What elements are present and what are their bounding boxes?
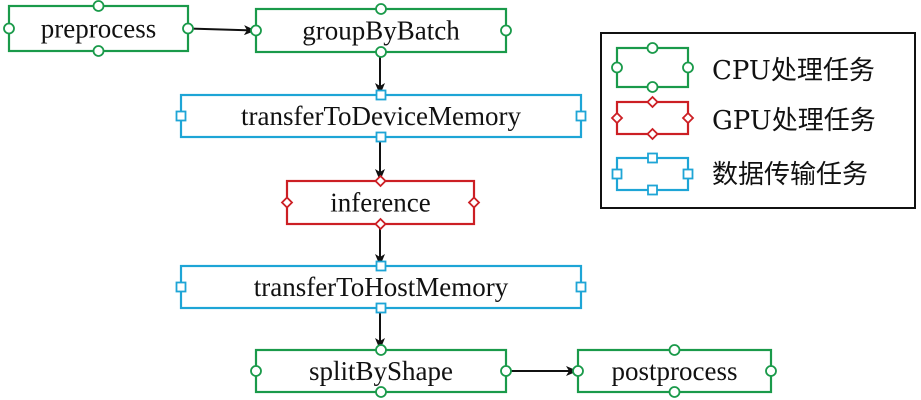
node-label-splitByShape: splitByShape <box>309 356 453 386</box>
node-preprocess: preprocess <box>3 0 194 57</box>
edges <box>187 25 578 376</box>
legend-swatch-gpu-port-gpu <box>681 111 695 125</box>
legend-swatch-cpu-port-cpu <box>646 42 659 54</box>
node-transferToDeviceMemory: transferToDeviceMemory <box>175 89 587 143</box>
node-transferToDeviceMemory-port-transfer <box>375 89 387 101</box>
node-postprocess-port-cpu <box>572 365 584 377</box>
node-preprocess-port-cpu <box>3 22 15 35</box>
node-groupByBatch-port-cpu <box>375 3 387 15</box>
node-preprocess-port-cpu <box>92 45 105 57</box>
legend-swatch-cpu-port-cpu <box>646 81 659 93</box>
node-transferToHostMemory-port-transfer <box>375 302 387 314</box>
node-transferToDeviceMemory-port-transfer <box>575 110 587 122</box>
node-label-postprocess: postprocess <box>612 356 738 386</box>
legend-swatch-transfer-port-transfer <box>611 168 623 180</box>
legend-swatch-transfer-port-transfer <box>647 184 658 196</box>
legend-swatch-cpu-port-cpu <box>682 61 694 74</box>
node-transferToDeviceMemory-border <box>179 93 583 139</box>
node-inference-border <box>285 179 476 226</box>
node-postprocess-port-cpu <box>765 365 777 377</box>
node-label-preprocess: preprocess <box>41 14 156 44</box>
node-transferToHostMemory: transferToHostMemory <box>175 260 587 314</box>
legend-swatch-gpu-port-gpu <box>610 111 624 125</box>
legend-swatch-transfer-port-transfer <box>682 168 694 180</box>
node-transferToHostMemory-port-transfer <box>575 281 587 293</box>
node-inference-port-gpu <box>467 196 481 209</box>
node-groupByBatch-port-cpu <box>375 46 387 58</box>
node-transferToHostMemory-border <box>179 264 583 310</box>
node-groupByBatch: groupByBatch <box>250 3 512 58</box>
node-groupByBatch-port-cpu <box>250 24 262 37</box>
legend-label-transfer: 数据传输任务 <box>712 160 868 190</box>
node-splitByShape-port-cpu <box>250 365 262 377</box>
node-preprocess-port-cpu <box>182 22 194 35</box>
node-postprocess-port-cpu <box>668 344 681 356</box>
node-splitByShape-port-cpu <box>375 344 387 356</box>
legend-swatch-cpu-port-cpu <box>611 61 623 74</box>
node-transferToHostMemory-port-transfer <box>375 260 387 272</box>
legend-label-gpu: GPU处理任务 <box>712 106 876 136</box>
node-preprocess-port-cpu <box>92 0 105 12</box>
node-groupByBatch-port-cpu <box>500 24 512 37</box>
node-splitByShape: splitByShape <box>250 344 512 398</box>
legend-swatch-transfer-port-transfer <box>647 152 658 164</box>
node-inference: inference <box>280 174 481 231</box>
legend-swatch-gpu <box>610 95 695 141</box>
node-transferToHostMemory-port-transfer <box>175 281 187 293</box>
node-inference-port-gpu <box>374 174 387 188</box>
legend-swatch-transfer <box>611 152 694 196</box>
node-inference-port-gpu <box>280 196 294 209</box>
node-label-transferToHostMemory: transferToHostMemory <box>254 272 509 302</box>
legend-swatch-gpu-port-gpu <box>646 95 659 109</box>
node-postprocess-port-cpu <box>668 386 681 398</box>
node-splitByShape-port-cpu <box>500 365 512 377</box>
legend-swatch-cpu <box>611 42 694 93</box>
node-postprocess: postprocess <box>572 344 777 398</box>
node-inference-port-gpu <box>374 217 387 231</box>
node-transferToDeviceMemory-port-transfer <box>175 110 187 122</box>
node-label-groupByBatch: groupByBatch <box>302 16 460 46</box>
nodes: preprocess groupByBatch transferToDeviceMe… <box>3 0 777 398</box>
node-splitByShape-port-cpu <box>375 386 387 398</box>
node-transferToDeviceMemory-port-transfer <box>375 131 387 143</box>
node-label-transferToDeviceMemory: transferToDeviceMemory <box>241 101 521 131</box>
legend-swatch-gpu-port-gpu <box>646 127 659 141</box>
legend-label-cpu: CPU处理任务 <box>712 56 875 86</box>
edge-preprocess-to-groupByBatch <box>187 25 256 36</box>
node-label-inference: inference <box>330 188 430 218</box>
